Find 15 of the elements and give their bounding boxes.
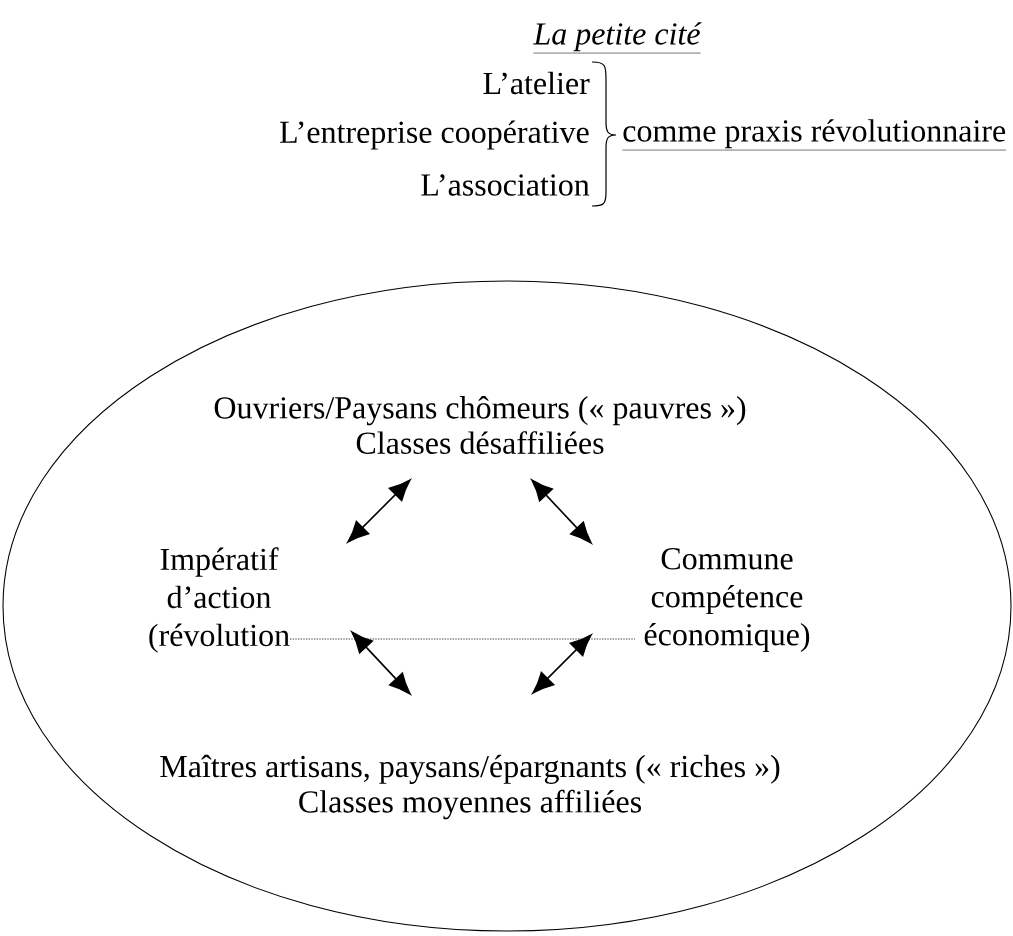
ellipse [2,280,1012,932]
node-text: Commune compétence économique) [644,548,810,652]
item-text: L’atelier [483,71,590,95]
node-text: Maîtres artisans, paysans/épargnants (« riches ») Classes moyennes affiliées [160,754,780,820]
double-arrow [531,479,592,544]
double-arrow [532,634,592,694]
node-text: Impératif d’action (révolution [149,547,290,653]
item-text: comme praxis révolutionnaire [622,119,1007,151]
double-arrow [351,631,411,695]
double-arrow [347,479,411,543]
item-text: L’entreprise coopérative [280,120,589,150]
item-text: L’association [421,174,590,196]
dotted-line [289,638,636,640]
title: La petite cité [533,22,702,54]
node-text: Ouvriers/Paysans chômeurs (« pauvres ») Classes désaffiliées [214,396,746,454]
